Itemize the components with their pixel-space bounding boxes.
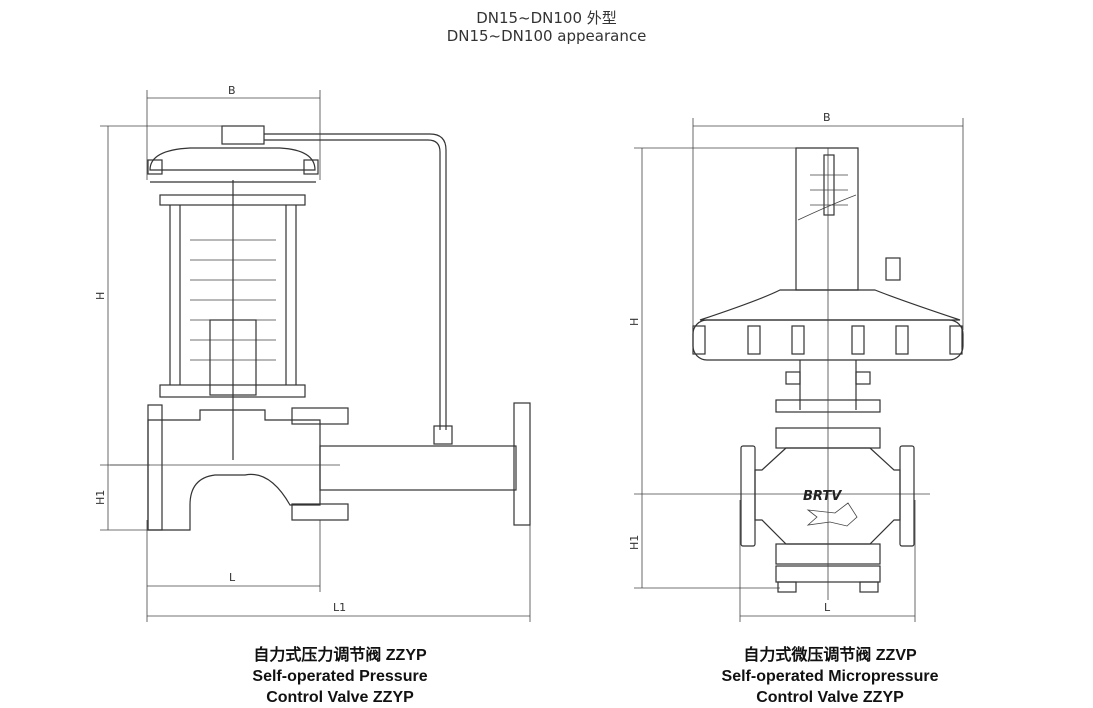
dim-label-h-right: H [628, 318, 641, 326]
dim-label-l: L [229, 571, 236, 584]
dimension-b-right: B [692, 111, 964, 330]
left-valve-drawing: B H H1 L L1 [94, 84, 531, 622]
dimension-h-left: H H1 [94, 125, 240, 531]
dim-label-l1: L1 [333, 601, 346, 614]
title-en: DN15~DN100 appearance [446, 27, 647, 45]
dim-label-h1-right: H1 [628, 535, 641, 550]
right-valve-drawing: B H H1 L [628, 111, 964, 622]
dimension-l-right: L [739, 500, 916, 622]
right-caption-en-1: Self-operated Micropressure [721, 668, 939, 685]
dim-label-l-right: L [824, 601, 831, 614]
brtv-logo: BRTV [803, 489, 842, 504]
dimension-h-right: H H1 [628, 147, 930, 589]
flow-arrow-icon [806, 502, 858, 527]
dimension-b-left: B [146, 84, 321, 180]
dimension-l-left: L L1 [146, 520, 531, 622]
dim-label-b: B [228, 84, 236, 97]
left-caption-en-1: Self-operated Pressure [252, 668, 428, 685]
dim-label-h1: H1 [94, 490, 107, 505]
left-caption-en-2: Control Valve ZZYP [266, 689, 414, 706]
left-caption-cn: 自力式压力调节阀 ZZYP [253, 647, 427, 664]
left-valve-caption: 自力式压力调节阀 ZZYP Self-operated Pressure Con… [190, 645, 490, 708]
dim-label-h: H [94, 292, 107, 300]
title-cn: DN15~DN100 外型 [476, 9, 617, 27]
right-valve-caption: 自力式微压调节阀 ZZVP Self-operated Micropressur… [680, 645, 980, 708]
dim-label-b-right: B [823, 111, 831, 124]
right-caption-cn: 自力式微压调节阀 ZZVP [743, 647, 917, 664]
right-caption-en-2: Control Valve ZZYP [756, 689, 904, 706]
